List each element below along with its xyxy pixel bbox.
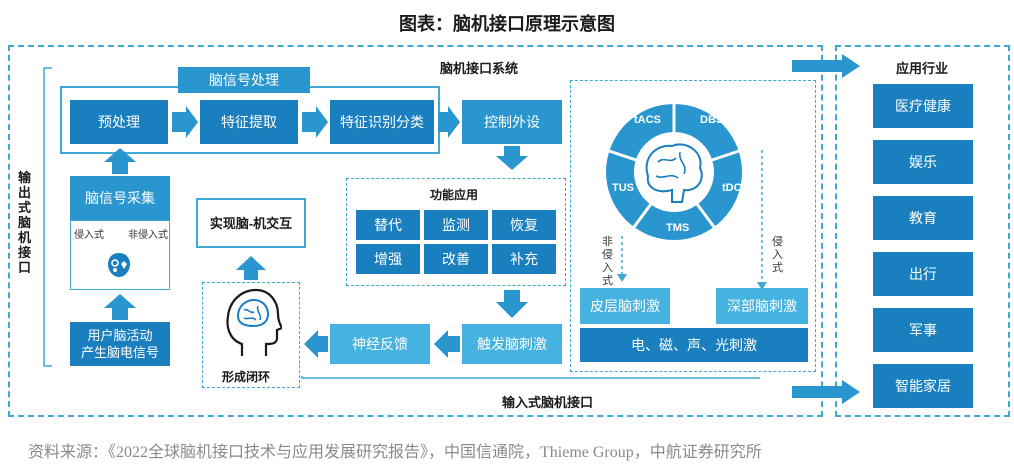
trigger-stim-box: 触发脑刺激 [462, 324, 562, 364]
stim-method-label: DBS [700, 114, 724, 126]
stim-method-label: tACS [634, 114, 661, 126]
brain-chip-icon [104, 250, 134, 280]
industry-item: 智能家居 [873, 364, 973, 408]
system-label: 脑机接口系统 [440, 61, 519, 76]
cortex-stim-box: 皮层脑刺激 [580, 288, 670, 324]
function-item: 监测 [424, 210, 488, 240]
closed-loop-label: 形成闭环 [222, 370, 271, 384]
user-activity-box: 用户脑活动 产生脑电信号 [70, 322, 170, 366]
realize-box: 实现脑-机交互 [196, 198, 306, 248]
function-item: 改善 [424, 244, 488, 274]
industry-label: 应用行业 [896, 61, 949, 76]
control-device-box: 控制外设 [462, 100, 562, 144]
stim-method-label: tDCS [722, 182, 749, 194]
noninvasive-label: 非侵入式 [128, 230, 168, 241]
preprocess-box: 预处理 [70, 100, 168, 144]
stim-types-box: 电、磁、声、光刺激 [580, 328, 808, 362]
function-item: 替代 [356, 210, 420, 240]
neural-feedback-box: 神经反馈 [330, 324, 430, 364]
feature-extract-box: 特征提取 [200, 100, 298, 144]
source-note: 资料来源：《2022全球脑机接口技术与应用发展研究报告》，中国信通院，Thiem… [28, 444, 762, 461]
industry-frame [835, 45, 1010, 417]
feature-classify-box: 特征识别分类 [330, 100, 434, 144]
function-app-frame [346, 178, 566, 286]
deep-stim-box: 深部脑刺激 [716, 288, 808, 324]
industry-item: 教育 [873, 196, 973, 240]
stimulation-frame [570, 80, 816, 372]
invasive-vertical-label: 侵入式 [772, 236, 783, 274]
signal-acquire-box: 脑信号采集 [70, 176, 170, 220]
stim-method-label: TUS [612, 182, 634, 194]
industry-item: 军事 [873, 308, 973, 352]
output-bci-label: 输出式脑机接口 [18, 170, 32, 275]
invasive-label: 侵入式 [74, 230, 104, 241]
function-app-label: 功能应用 [430, 188, 479, 202]
industry-item: 医疗健康 [873, 84, 973, 128]
industry-item: 娱乐 [873, 140, 973, 184]
noninvasive-vertical-label: 非侵入式 [602, 236, 613, 287]
page-title: 图表：脑机接口原理示意图 [399, 14, 615, 34]
signal-processing-label: 脑信号处理 [178, 67, 310, 93]
bci-system-frame [8, 45, 823, 417]
function-item: 恢复 [492, 210, 556, 240]
input-bci-label: 输入式脑机接口 [502, 395, 594, 410]
industry-item: 出行 [873, 252, 973, 296]
stim-method-label: TMS [666, 222, 690, 234]
head-brain-icon [222, 286, 282, 358]
function-item: 补充 [492, 244, 556, 274]
function-item: 增强 [356, 244, 420, 274]
